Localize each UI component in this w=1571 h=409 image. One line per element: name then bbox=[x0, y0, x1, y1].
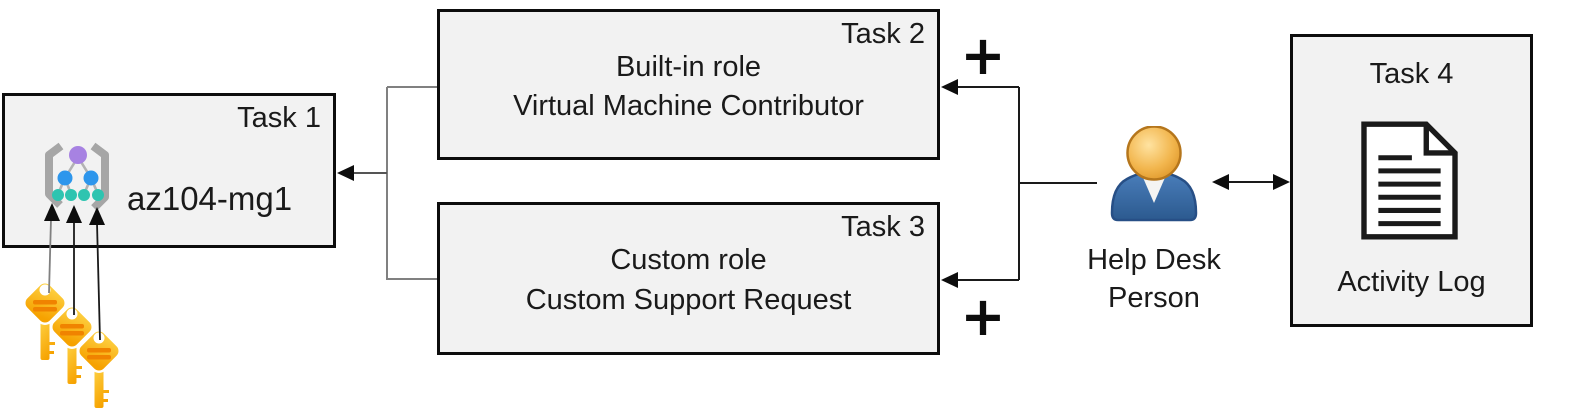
task4-label: Task 4 bbox=[1369, 58, 1454, 90]
task2-box: Task 2 Built-in role Virtual Machine Con… bbox=[437, 9, 940, 160]
task2-role-name: Virtual Machine Contributor bbox=[513, 90, 864, 122]
connector-roles-to-task1 bbox=[337, 86, 437, 280]
arrowhead-into-task1 bbox=[337, 165, 354, 181]
task2-label: Task 2 bbox=[841, 18, 925, 50]
management-group-icon bbox=[45, 142, 109, 211]
arrowhead-toward-person bbox=[1212, 174, 1229, 190]
tree-edges bbox=[56, 156, 100, 195]
document-text-lines bbox=[1378, 155, 1441, 227]
plus-symbol-bottom: + bbox=[960, 285, 1006, 348]
management-group-name: az104-mg1 bbox=[127, 180, 293, 217]
actor-name-line1: Help Desk bbox=[1087, 244, 1221, 276]
task1-label: Task 1 bbox=[237, 102, 321, 134]
person-icon bbox=[1110, 126, 1198, 222]
child-node bbox=[83, 170, 99, 186]
task2-role-type: Built-in role bbox=[615, 51, 762, 83]
task3-role-type: Custom role bbox=[610, 244, 767, 276]
connector-person-task4 bbox=[1212, 174, 1290, 190]
leaf-node bbox=[78, 189, 90, 201]
task4-box: Task 4 Activity Log bbox=[1290, 34, 1533, 327]
root-node bbox=[69, 146, 87, 164]
arrowhead-toward-task4 bbox=[1273, 174, 1290, 190]
arrowhead-into-task3 bbox=[941, 272, 958, 288]
actor-caption: Help Desk Person bbox=[1064, 241, 1244, 317]
task4-caption: Activity Log bbox=[1337, 266, 1486, 298]
plus-symbol-top: + bbox=[960, 24, 1006, 87]
task3-role-name: Custom Support Request bbox=[525, 284, 852, 316]
person-head bbox=[1126, 126, 1182, 181]
arrowhead-into-task2 bbox=[941, 79, 958, 95]
key-icon bbox=[19, 277, 125, 409]
actor-name-line2: Person bbox=[1108, 282, 1200, 314]
task3-box: Task 3 Custom role Custom Support Reques… bbox=[437, 202, 940, 355]
child-node bbox=[57, 170, 73, 186]
leaf-node bbox=[92, 189, 104, 201]
leaf-node bbox=[52, 189, 64, 201]
task3-label: Task 3 bbox=[841, 211, 925, 243]
leaf-node bbox=[65, 189, 77, 201]
task1-box: Task 1 az104-mg1 bbox=[2, 93, 336, 248]
document-icon bbox=[1361, 121, 1458, 240]
